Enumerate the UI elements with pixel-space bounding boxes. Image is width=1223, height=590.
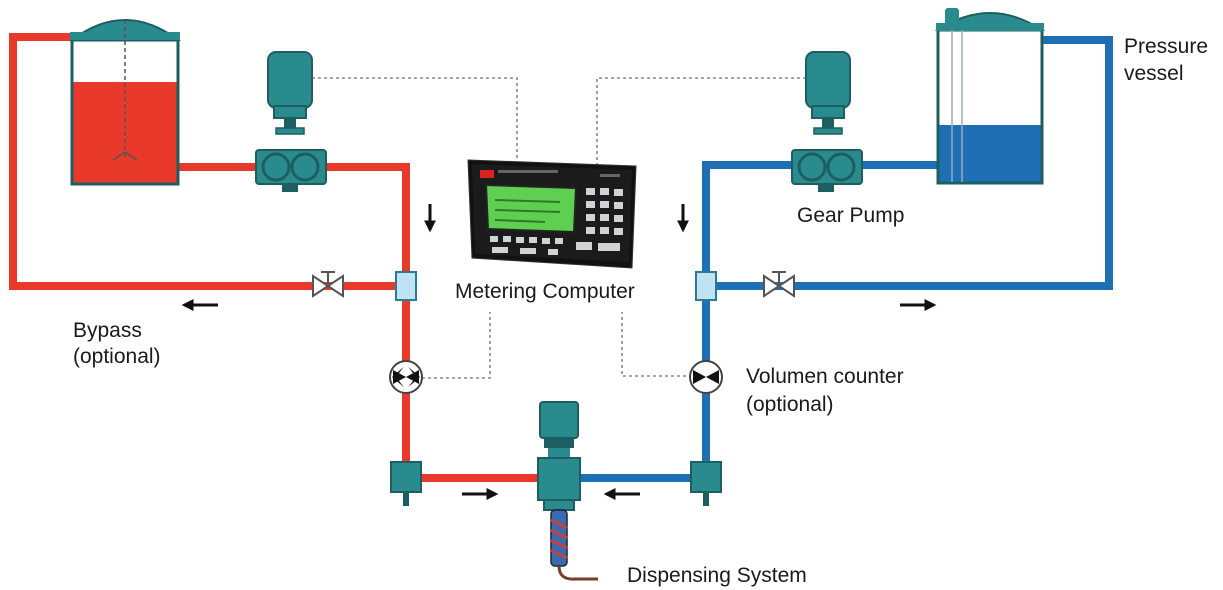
- signal-line-right-pump: [596, 77, 830, 165]
- flow-arrows: [181, 204, 937, 500]
- tank-red-icon: [69, 19, 181, 186]
- corner-block-right-icon: [690, 461, 722, 506]
- metering-computer-label: Metering Computer: [455, 280, 635, 303]
- volumen-counter-label-line1: Volumen counter: [746, 365, 904, 388]
- bypass-label-line2: (optional): [73, 345, 161, 368]
- volume-counter-left-icon: [389, 360, 423, 394]
- pressure-vessel-label-line1: Pressure: [1124, 35, 1209, 58]
- gear-pump-right-icon: [791, 51, 863, 192]
- tee-junction-right-icon: [695, 271, 717, 301]
- corner-block-left-icon: [390, 461, 422, 506]
- volume-counter-right-icon: [689, 360, 723, 394]
- pressure-vessel-label-line2: vessel: [1124, 62, 1184, 85]
- dispensing-valve-icon: [537, 401, 598, 581]
- signal-line-left-counter: [422, 312, 491, 379]
- signal-line-right-counter: [621, 312, 692, 377]
- bypass-label-line1: Bypass: [73, 319, 142, 342]
- tee-junction-left-icon: [395, 271, 417, 301]
- dispensing-system-label: Dispensing System: [627, 564, 807, 587]
- volumen-counter-label-line2: (optional): [746, 393, 834, 416]
- gear-pump-left-icon: [255, 51, 327, 192]
- metering-computer-icon: [467, 159, 637, 269]
- red-bypass-pipe: [9, 33, 402, 290]
- blue-bypass-pipe: [706, 36, 1113, 290]
- signal-line-left-pump: [312, 77, 518, 165]
- gear-pump-label: Gear Pump: [797, 204, 905, 227]
- bypass-valve-left-icon: [312, 271, 344, 298]
- bypass-valve-right-icon: [763, 271, 795, 298]
- pressure-vessel-icon: [934, 8, 1046, 185]
